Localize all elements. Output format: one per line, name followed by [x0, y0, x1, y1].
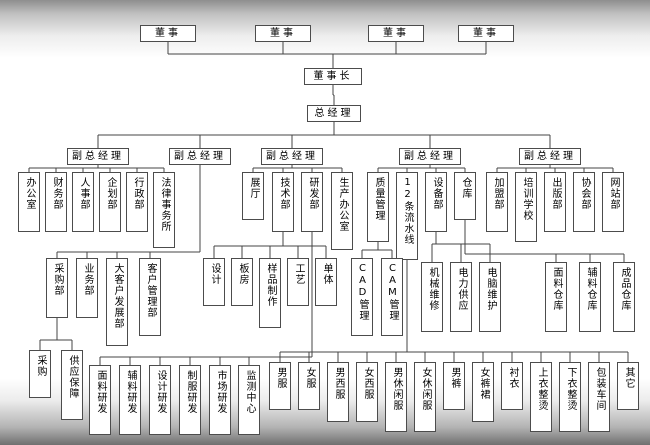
org-node-vp-3: 副总经理: [261, 148, 323, 165]
org-node-mech-repair: 机械维修: [421, 262, 443, 332]
org-node-sample-room: 板房: [231, 258, 253, 306]
org-node-hr: 人事部: [72, 172, 94, 232]
org-node-training-school: 培训学校: [515, 172, 537, 242]
org-node-quality-mgmt: 质量管理: [367, 172, 389, 242]
org-node-purchasing: 采购部: [46, 258, 68, 318]
org-node-bottom-ironing: 下衣整烫: [559, 362, 581, 432]
org-node-power-supply: 电力供应: [450, 262, 472, 332]
org-node-board-1: 董事: [140, 25, 196, 42]
org-node-lines-12: 12条流水线: [396, 172, 418, 260]
org-node-general-manager: 总经理: [307, 105, 361, 122]
org-node-vp-5: 副总经理: [519, 148, 581, 165]
org-node-finished-warehouse: 成品仓库: [613, 262, 635, 332]
org-node-legal: 法律事务所: [153, 172, 175, 248]
org-node-chairman: 董事长: [304, 68, 362, 85]
org-node-prod-office: 生产办公室: [331, 172, 353, 250]
org-node-women-pants: 女裤裙: [472, 362, 494, 422]
org-node-other: 其它: [617, 362, 639, 410]
org-node-publishing: 出版部: [544, 172, 566, 232]
org-node-accessory-warehouse: 辅料仓库: [579, 262, 601, 332]
org-node-office: 办公室: [18, 172, 40, 232]
org-node-men-wear: 男服: [269, 362, 291, 410]
org-node-franchise: 加盟部: [486, 172, 508, 232]
org-node-association: 协会部: [573, 172, 595, 232]
org-node-website: 网站部: [602, 172, 624, 232]
org-node-men-pants: 男裤: [443, 362, 465, 410]
org-node-women-wear: 女服: [298, 362, 320, 410]
org-node-board-4: 董事: [458, 25, 514, 42]
org-node-business: 业务部: [76, 258, 98, 318]
org-node-packing-workshop: 包装车间: [588, 362, 610, 432]
org-node-fabric-rnd: 面料研发: [89, 365, 111, 435]
org-node-equipment: 设备部: [425, 172, 447, 232]
org-node-vp-4: 副总经理: [399, 148, 461, 165]
org-node-buying: 采购: [29, 350, 51, 398]
org-node-sample-making: 样品制作: [259, 258, 281, 328]
org-node-vp-2: 副总经理: [169, 148, 231, 165]
org-node-vp-1: 副总经理: [67, 148, 129, 165]
org-node-tech-dept: 技术部: [272, 172, 294, 232]
org-node-administration: 行政部: [126, 172, 148, 232]
org-node-key-account: 大客户发展部: [106, 258, 128, 346]
org-node-cam-mgmt: CAM管理: [381, 258, 403, 336]
org-node-board-2: 董事: [255, 25, 311, 42]
org-node-design: 设计: [203, 258, 225, 306]
org-node-women-suit: 女西服: [356, 362, 378, 422]
org-node-customer-mgmt: 客户管理部: [139, 258, 161, 336]
org-node-craft: 工艺: [287, 258, 309, 306]
org-node-unit: 单体: [315, 258, 337, 306]
org-node-uniform-rnd: 制服研发: [179, 365, 201, 435]
org-node-fabric-warehouse: 面料仓库: [545, 262, 567, 332]
org-node-design-rnd: 设计研发: [149, 365, 171, 435]
org-node-men-casual: 男休闲服: [385, 362, 407, 432]
org-node-supply-guarantee: 供应保障: [61, 350, 83, 420]
org-node-top-ironing: 上衣整烫: [530, 362, 552, 432]
org-node-men-suit: 男西服: [327, 362, 349, 422]
org-node-warehouse: 仓库: [454, 172, 476, 220]
org-node-rnd-dept: 研发部: [301, 172, 323, 232]
org-node-women-casual: 女休闲服: [414, 362, 436, 432]
org-node-showroom: 展厅: [242, 172, 264, 220]
org-node-shirt: 衬衣: [501, 362, 523, 410]
org-node-market-rnd: 市场研发: [209, 365, 231, 435]
org-node-finance: 财务部: [45, 172, 67, 232]
org-node-monitoring-center: 监测中心: [238, 365, 260, 435]
org-node-board-3: 董事: [368, 25, 424, 42]
org-node-cad-mgmt: CAD管理: [351, 258, 373, 336]
org-node-accessory-rnd: 辅料研发: [119, 365, 141, 435]
org-node-planning: 企划部: [99, 172, 121, 232]
org-node-computer-maint: 电脑维护: [479, 262, 501, 332]
